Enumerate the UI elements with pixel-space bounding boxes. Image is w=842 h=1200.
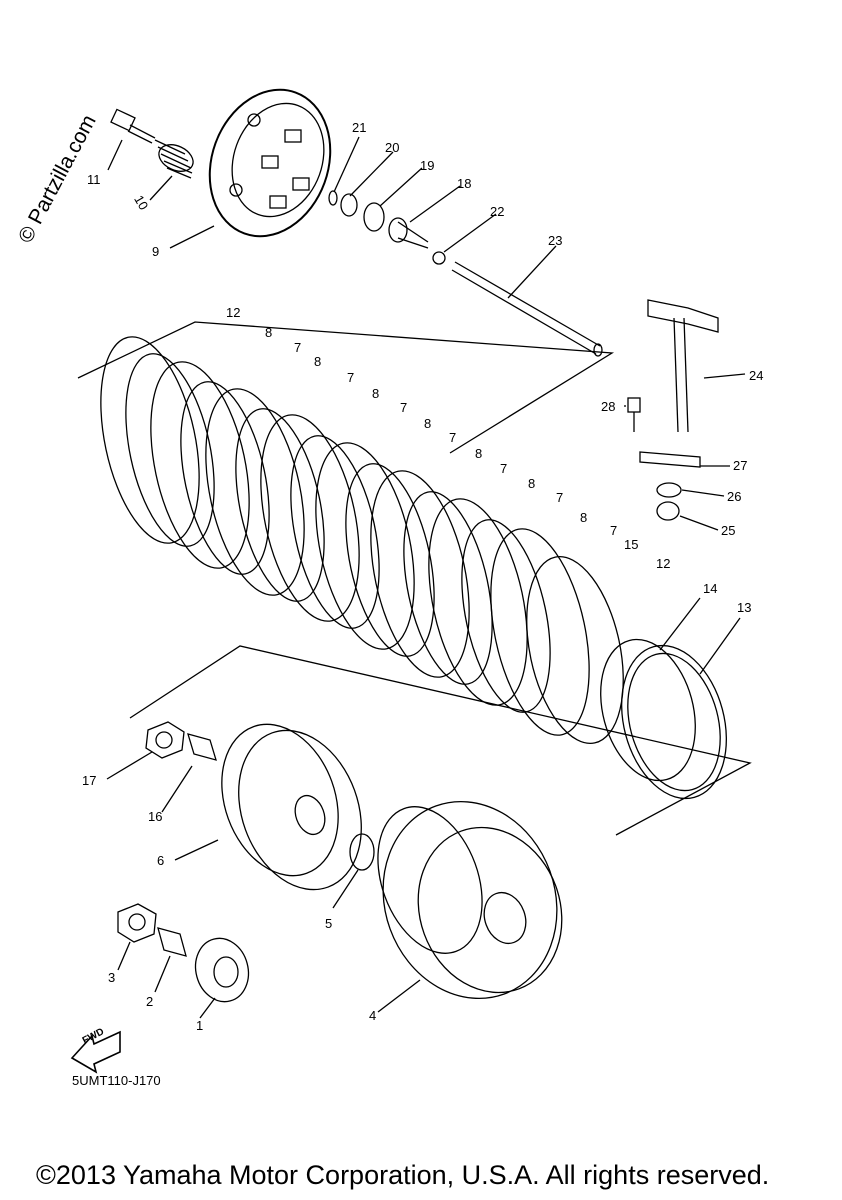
callout-9: 9: [152, 244, 160, 259]
pressure-plate: [208, 88, 332, 238]
lock-bolt: [627, 397, 641, 413]
primary-gear: [194, 937, 250, 1003]
callout-28: 28: [601, 399, 616, 414]
callout-16: 16: [148, 809, 163, 824]
callout-25: 25: [721, 523, 736, 538]
callout-8a: 8: [265, 325, 273, 340]
callout-13: 13: [737, 600, 752, 615]
lock-washer-2: [157, 927, 187, 957]
callout-7g: 7: [610, 523, 618, 538]
callout-2: 2: [146, 994, 154, 1009]
callout-11: 11: [87, 172, 101, 187]
hub-group-outline: [129, 645, 752, 836]
clutch-spring: [154, 139, 194, 179]
oil-seal: [656, 482, 682, 498]
callout-14: 14: [703, 581, 718, 596]
callout-3: 3: [108, 970, 116, 985]
nut-3: [117, 903, 157, 943]
callout-26: 26: [727, 489, 742, 504]
callout-8e: 8: [475, 446, 483, 461]
callout-24: 24: [749, 368, 764, 383]
nut-17: [145, 721, 185, 759]
lock-washer-16: [187, 733, 217, 761]
callout-15: 15: [624, 537, 639, 552]
callout-12b: 12: [656, 556, 671, 571]
callout-8f: 8: [528, 476, 536, 491]
callout-5: 5: [325, 916, 333, 931]
callout-12a: 12: [226, 305, 241, 320]
copyright-notice: ©2013 Yamaha Motor Corporation, U.S.A. A…: [36, 1160, 770, 1190]
callout-7d: 7: [449, 430, 457, 445]
push-rod: [451, 261, 603, 357]
callout-22: 22: [490, 204, 505, 219]
push-lever-shaft: [647, 299, 719, 433]
callout-19: 19: [420, 158, 435, 173]
lock-plate: [639, 451, 701, 468]
fwd-arrow-icon: [70, 1030, 121, 1074]
bolt: [110, 108, 156, 144]
callout-8b: 8: [314, 354, 322, 369]
clutch-housing: [377, 800, 563, 1000]
callout-1: 1: [196, 1018, 204, 1033]
callout-8g: 8: [580, 510, 588, 525]
callout-4: 4: [369, 1008, 377, 1023]
wire-ring: [600, 638, 696, 782]
bearing: [363, 202, 385, 232]
callout-7e: 7: [500, 461, 508, 476]
callout-7c: 7: [400, 400, 408, 415]
washer: [340, 193, 358, 217]
callout-18: 18: [457, 176, 472, 191]
callout-7b: 7: [347, 370, 355, 385]
cushion-ring: [621, 644, 727, 800]
callout-8c: 8: [372, 386, 380, 401]
callout-21: 21: [352, 120, 367, 135]
plate-stack: [100, 336, 624, 745]
callout-8d: 8: [424, 416, 432, 431]
callout-7a: 7: [294, 340, 302, 355]
needle-bearing: [656, 501, 680, 521]
callout-6: 6: [157, 853, 165, 868]
push-rod-head: [388, 217, 408, 243]
thrust-washer-5: [349, 833, 375, 871]
callout-7f: 7: [556, 490, 564, 505]
callout-17: 17: [82, 773, 97, 788]
circlip: [328, 190, 338, 206]
callout-27: 27: [733, 458, 748, 473]
plate-group-outline: [77, 321, 615, 454]
ball: [432, 251, 446, 265]
callout-23: 23: [548, 233, 563, 248]
diagram-code: 5UMT110-J170: [72, 1073, 161, 1088]
callout-20: 20: [385, 140, 400, 155]
clutch-boss: [221, 723, 362, 891]
